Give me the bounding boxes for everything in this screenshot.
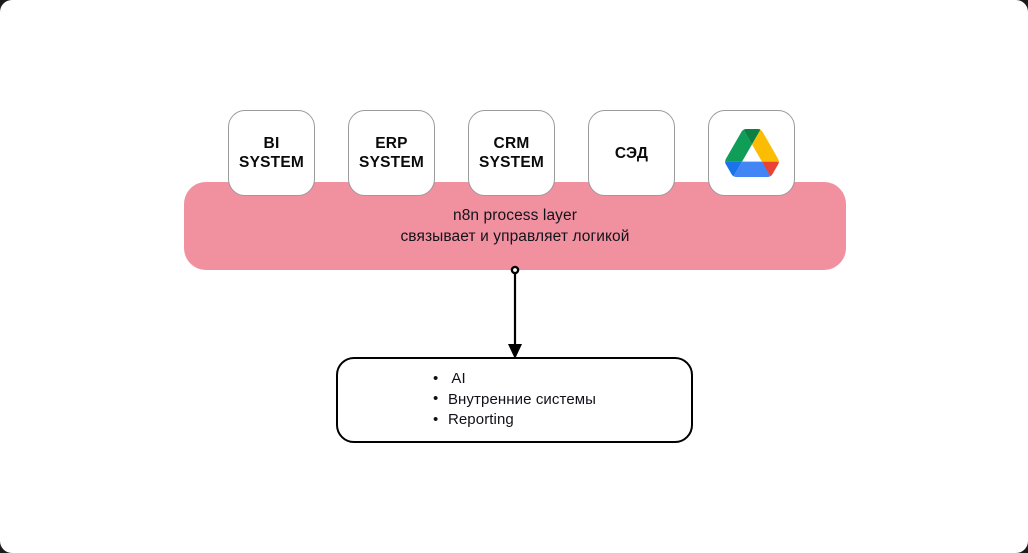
google-drive-icon	[724, 129, 779, 177]
process-layer-band[interactable]: n8n process layer связывает и управляет …	[184, 182, 846, 270]
system-card-google-drive[interactable]	[708, 110, 795, 196]
system-card-bi[interactable]: BI SYSTEM	[228, 110, 315, 196]
list-item: Reporting	[433, 410, 596, 431]
system-card-sed[interactable]: СЭД	[588, 110, 675, 196]
system-card-bi-label: BI SYSTEM	[239, 135, 304, 171]
system-card-erp[interactable]: ERP SYSTEM	[348, 110, 435, 196]
process-layer-subtitle: связывает и управляет логикой	[400, 228, 630, 245]
flow-arrow	[490, 258, 540, 363]
system-card-crm[interactable]: CRM SYSTEM	[468, 110, 555, 196]
list-item: AI	[433, 369, 596, 390]
list-item: Внутренние системы	[433, 389, 596, 411]
system-card-crm-label: CRM SYSTEM	[479, 135, 544, 171]
system-card-erp-label: ERP SYSTEM	[359, 135, 424, 171]
process-layer-title: n8n process layer	[452, 207, 578, 224]
system-card-sed-label: СЭД	[614, 144, 649, 162]
outcome-list: AI Внутренние системы Reporting	[433, 369, 596, 431]
outcome-box[interactable]: AI Внутренние системы Reporting	[336, 357, 693, 443]
